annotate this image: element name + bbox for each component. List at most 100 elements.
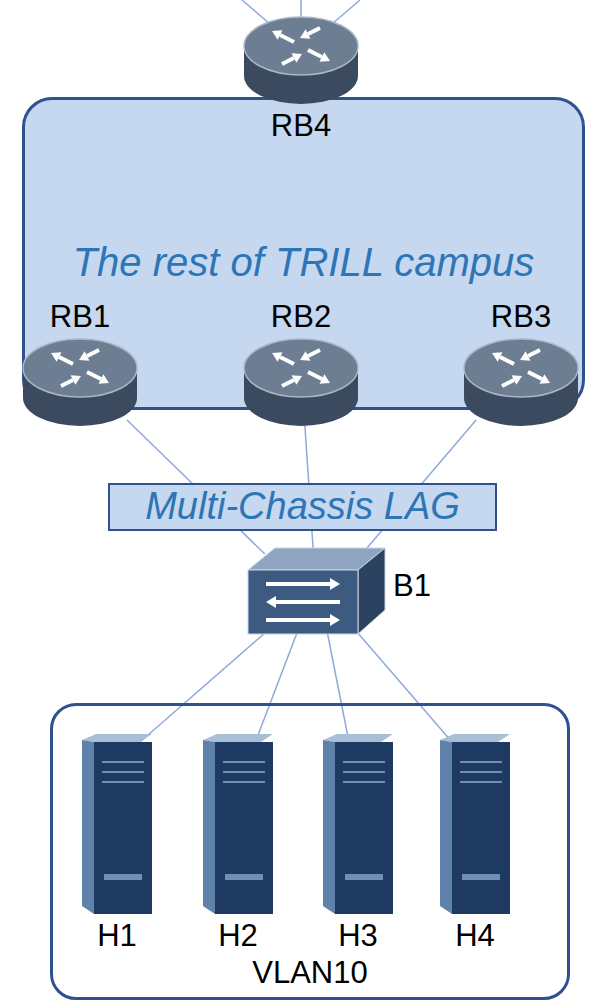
server-front <box>335 742 393 914</box>
arrow-shaft <box>59 357 73 364</box>
device-label: RB1 <box>1 299 159 335</box>
router-node: RB2 <box>242 336 360 428</box>
server-top <box>82 734 152 742</box>
device-label: H2 <box>183 918 293 954</box>
server-side <box>323 740 335 914</box>
server-node: H2 <box>203 734 273 914</box>
vlan-label: VLAN10 <box>53 955 567 991</box>
arrow-shaft <box>528 372 542 379</box>
uplink-line <box>300 0 302 16</box>
arrow-shaft <box>276 600 340 604</box>
server-slot <box>343 761 385 763</box>
switch-side <box>358 548 385 634</box>
router-arrows <box>492 350 550 386</box>
arrow-shaft <box>308 50 322 57</box>
router-node: RB1 <box>21 336 139 428</box>
server-slot <box>223 771 265 773</box>
arrow-head <box>300 29 310 39</box>
network-region: The rest of TRILL campusRB4RB1RB2RB3 <box>22 97 585 410</box>
arrow-head <box>320 52 330 62</box>
switch-arrows <box>266 578 340 626</box>
router-top <box>244 339 358 397</box>
server-slot <box>102 771 144 773</box>
server-front <box>452 742 510 914</box>
arrow-shaft <box>282 380 294 386</box>
server-icon <box>440 734 510 914</box>
arrow-shaft <box>502 380 514 386</box>
device-label: RB2 <box>222 299 380 335</box>
region-label: Multi-Chassis LAG <box>145 486 460 528</box>
arrow-head <box>272 30 282 40</box>
arrow-head <box>330 578 340 590</box>
server-icon <box>203 734 273 914</box>
arrow-shaft <box>266 618 330 622</box>
arrow-head <box>272 352 282 362</box>
router-top <box>464 339 578 397</box>
server-top <box>203 734 273 742</box>
server-side <box>440 740 452 914</box>
arrow-shaft <box>500 357 514 364</box>
arrow-head <box>99 374 109 384</box>
switch-front <box>248 570 358 634</box>
server-slot <box>343 781 385 783</box>
arrow-head <box>520 351 530 361</box>
arrow-head <box>292 375 302 385</box>
server-panel <box>462 874 500 880</box>
link-line <box>352 626 452 742</box>
arrow-shaft <box>308 28 320 34</box>
uplink-line <box>332 0 360 24</box>
device-label: H4 <box>420 918 530 954</box>
arrow-head <box>51 352 61 362</box>
arrow-head <box>512 375 522 385</box>
server-side <box>203 740 215 914</box>
uplink-line <box>242 0 270 24</box>
server-slot <box>343 771 385 773</box>
link-line <box>140 626 273 742</box>
server-slot <box>223 781 265 783</box>
router-icon <box>462 336 580 428</box>
link-line <box>255 626 299 742</box>
server-front <box>94 742 152 914</box>
server-node: H1 <box>82 734 152 914</box>
router-node: RB4 <box>242 14 360 106</box>
server-top <box>323 734 393 742</box>
router-arrows <box>272 350 330 386</box>
arrow-shaft <box>87 372 101 379</box>
server-icon <box>323 734 393 914</box>
router-top <box>23 339 137 397</box>
device-label: B1 <box>393 568 431 604</box>
device-label: RB3 <box>442 299 600 335</box>
arrow-head <box>330 614 340 626</box>
server-panel <box>104 874 142 880</box>
device-label: H1 <box>62 918 172 954</box>
server-slot <box>460 771 502 773</box>
router-node: RB3 <box>462 336 580 428</box>
lag-box: Multi-Chassis LAG <box>108 483 497 531</box>
link-line <box>326 626 349 742</box>
server-slot <box>102 781 144 783</box>
server-panel <box>345 874 383 880</box>
arrow-shaft <box>308 350 320 356</box>
server-node: H4 <box>440 734 510 914</box>
arrow-head <box>266 596 276 608</box>
router-arrows <box>272 28 330 64</box>
router-icon <box>242 14 360 106</box>
region-label: The rest of TRILL campus <box>25 239 582 285</box>
server-top <box>440 734 510 742</box>
arrow-shaft <box>280 35 294 42</box>
device-label: RB4 <box>222 108 380 144</box>
router-top <box>244 17 358 75</box>
arrow-head <box>300 351 310 361</box>
server-icon <box>82 734 152 914</box>
arrow-head <box>71 375 81 385</box>
arrow-head <box>540 374 550 384</box>
router-arrows <box>51 350 109 386</box>
arrow-shaft <box>280 357 294 364</box>
arrow-head <box>79 351 89 361</box>
arrow-head <box>492 352 502 362</box>
server-panel <box>225 874 263 880</box>
arrow-shaft <box>528 350 540 356</box>
server-node: H3 <box>323 734 393 914</box>
arrow-head <box>320 374 330 384</box>
